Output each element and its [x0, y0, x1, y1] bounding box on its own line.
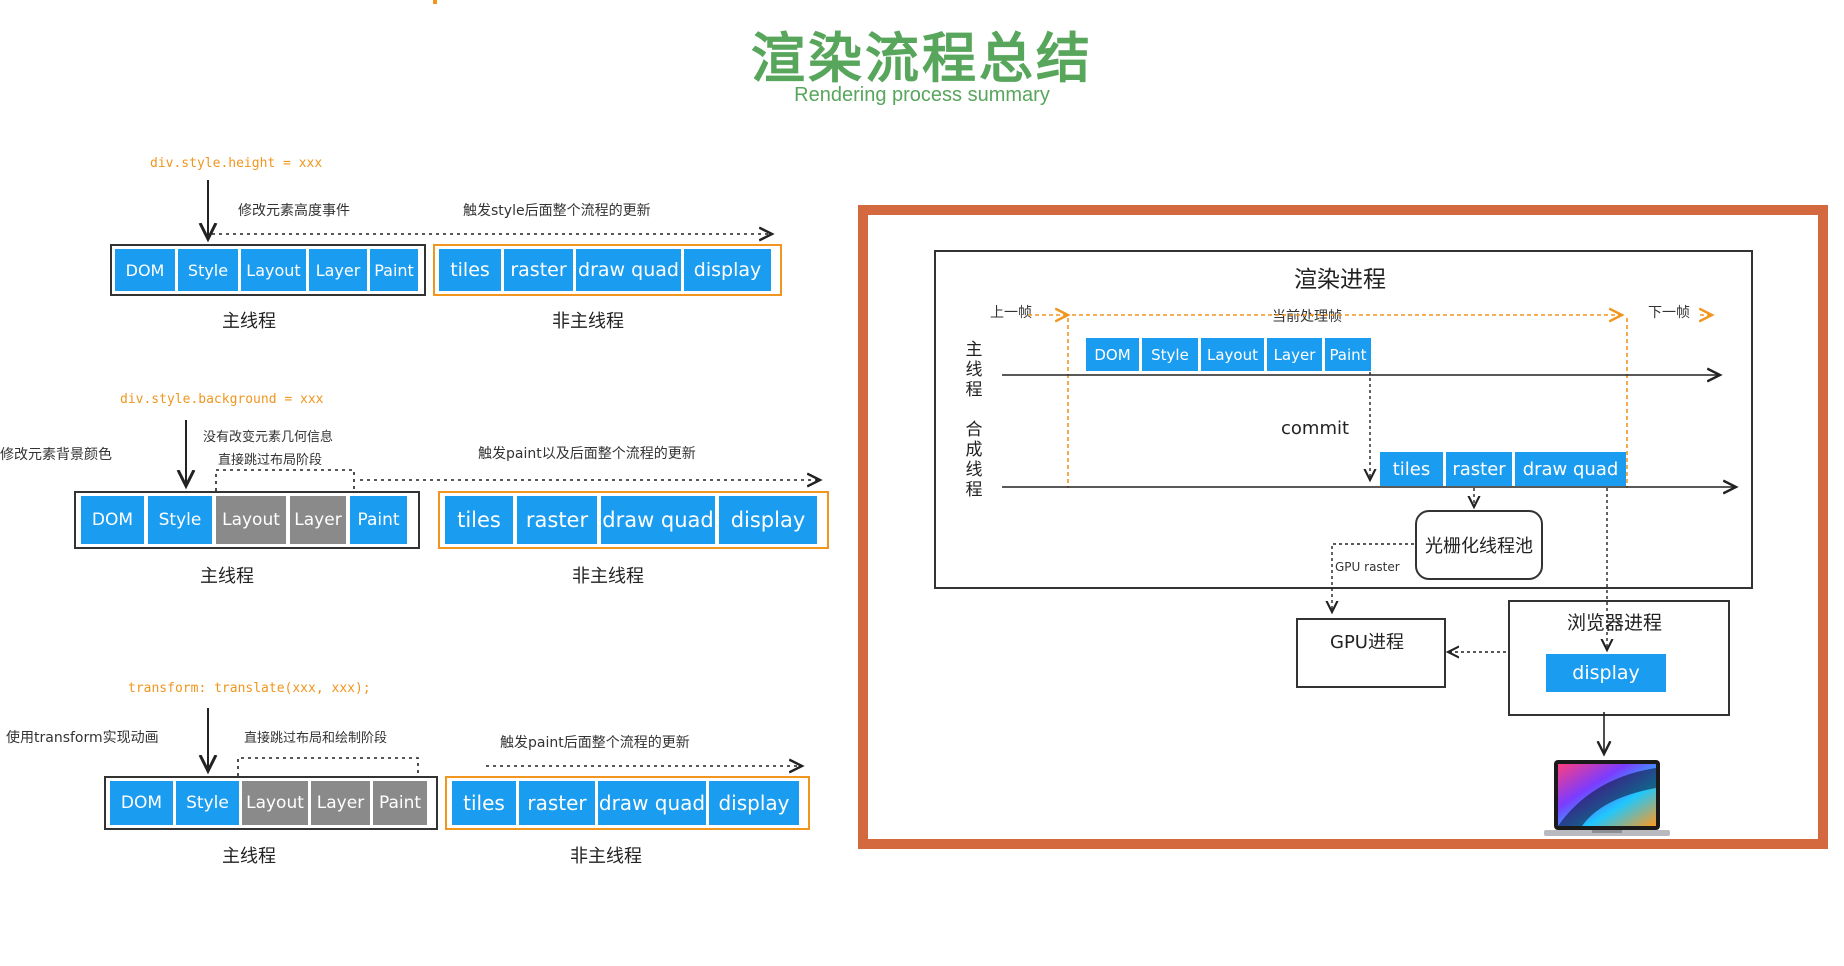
s2-stage-tiles: tiles: [445, 496, 513, 544]
commit-label: commit: [1281, 418, 1350, 439]
s1-stage-draw-quad: draw quad: [576, 249, 681, 291]
s3-comp-label: 非主线程: [570, 846, 642, 867]
renderer-process-title: 渲染进程: [1294, 267, 1386, 293]
s3-event: 使用transform实现动画: [6, 730, 159, 746]
s2-stage-display: display: [719, 496, 817, 544]
s2-stage-layer-skipped: Layer: [290, 496, 346, 544]
s3-main-label: 主线程: [222, 846, 276, 867]
s1-event: 修改元素高度事件: [238, 203, 350, 219]
s1-stage-layout: Layout: [241, 249, 306, 291]
gpu-raster-label: GPU raster: [1335, 560, 1400, 574]
s3-stage-dom: DOM: [110, 781, 173, 825]
s3-stage-draw-quad: draw quad: [598, 781, 706, 825]
s2-stage-draw-quad: draw quad: [601, 496, 715, 544]
s2-event: 修改元素背景颜色: [0, 447, 112, 463]
flow-stage-paint: Paint: [1325, 338, 1371, 371]
page-subtitle: Rendering process summary: [794, 84, 1050, 106]
flow-stage-tiles: tiles: [1380, 452, 1443, 486]
s1-stage-display: display: [684, 249, 771, 291]
gpu-process-label: GPU进程: [1330, 632, 1404, 653]
s1-comp-label: 非主线程: [552, 311, 624, 332]
s3-skip-note: 直接跳过布局和绘制阶段: [244, 731, 388, 746]
gpu-process-box: [1296, 618, 1446, 688]
s2-stage-paint: Paint: [350, 496, 407, 544]
flow-stage-layout: Layout: [1201, 338, 1264, 371]
flow-stage-draw-quad: draw quad: [1515, 452, 1626, 486]
s1-trigger: 触发style后面整个流程的更新: [463, 203, 651, 219]
s1-compositor-box: tiles raster draw quad display: [433, 244, 782, 296]
s3-stage-layer-skipped: Layer: [311, 781, 370, 825]
s2-main-thread-box: DOM Style Layout Layer Paint: [74, 491, 420, 549]
s1-stage-paint: Paint: [370, 249, 418, 291]
s3-trigger: 触发paint后面整个流程的更新: [500, 735, 690, 751]
compositor-thread-vertical-label: 合成线程: [965, 420, 983, 500]
flow-stage-dom: DOM: [1086, 338, 1139, 371]
s2-main-label: 主线程: [200, 566, 254, 587]
flow-stage-display: display: [1546, 654, 1666, 692]
s2-stage-layout-skipped: Layout: [216, 496, 286, 544]
laptop-icon: [1542, 758, 1672, 840]
s1-stage-raster: raster: [504, 249, 573, 291]
current-frame-label: 当前处理帧: [1272, 309, 1342, 325]
s2-code: div.style.background = xxx: [120, 392, 324, 407]
s3-compositor-box: tiles raster draw quad display: [445, 776, 810, 830]
s1-code: div.style.height = xxx: [150, 156, 323, 171]
s2-stage-raster: raster: [517, 496, 597, 544]
s1-main-label: 主线程: [222, 311, 276, 332]
s2-skip-note-1: 没有改变元素几何信息: [203, 430, 334, 445]
s1-stage-layer: Layer: [309, 249, 367, 291]
raster-thread-pool: 光栅化线程池: [1415, 510, 1543, 580]
prev-frame-label: 上一帧: [990, 305, 1032, 321]
s1-main-thread-box: DOM Style Layout Layer Paint: [110, 244, 426, 296]
browser-process-label: 浏览器进程: [1567, 612, 1663, 634]
page-title: 渲染流程总结: [751, 27, 1093, 90]
s1-stage-dom: DOM: [115, 249, 175, 291]
s3-stage-raster: raster: [519, 781, 595, 825]
renderer-process-box: [934, 250, 1753, 589]
s2-compositor-box: tiles raster draw quad display: [438, 491, 829, 549]
s3-stage-tiles: tiles: [452, 781, 516, 825]
s3-main-thread-box: DOM Style Layout Layer Paint: [104, 776, 438, 830]
s2-stage-style: Style: [148, 496, 212, 544]
s3-stage-paint-skipped: Paint: [373, 781, 427, 825]
s1-stage-style: Style: [178, 249, 238, 291]
s3-stage-layout-skipped: Layout: [242, 781, 308, 825]
s2-trigger: 触发paint以及后面整个流程的更新: [478, 446, 696, 462]
main-thread-vertical-label: 主线程: [965, 340, 983, 400]
s2-stage-dom: DOM: [81, 496, 144, 544]
flow-stage-layer: Layer: [1267, 338, 1322, 371]
s1-stage-tiles: tiles: [439, 249, 501, 291]
s2-comp-label: 非主线程: [572, 566, 644, 587]
flow-stage-raster: raster: [1446, 452, 1512, 486]
flow-stage-style: Style: [1142, 338, 1198, 371]
s3-stage-style: Style: [176, 781, 239, 825]
s3-stage-display: display: [709, 781, 799, 825]
s2-skip-note-2: 直接跳过布局阶段: [218, 453, 323, 468]
next-frame-label: 下一帧: [1648, 305, 1690, 321]
s3-code: transform: translate(xxx, xxx);: [128, 681, 371, 696]
